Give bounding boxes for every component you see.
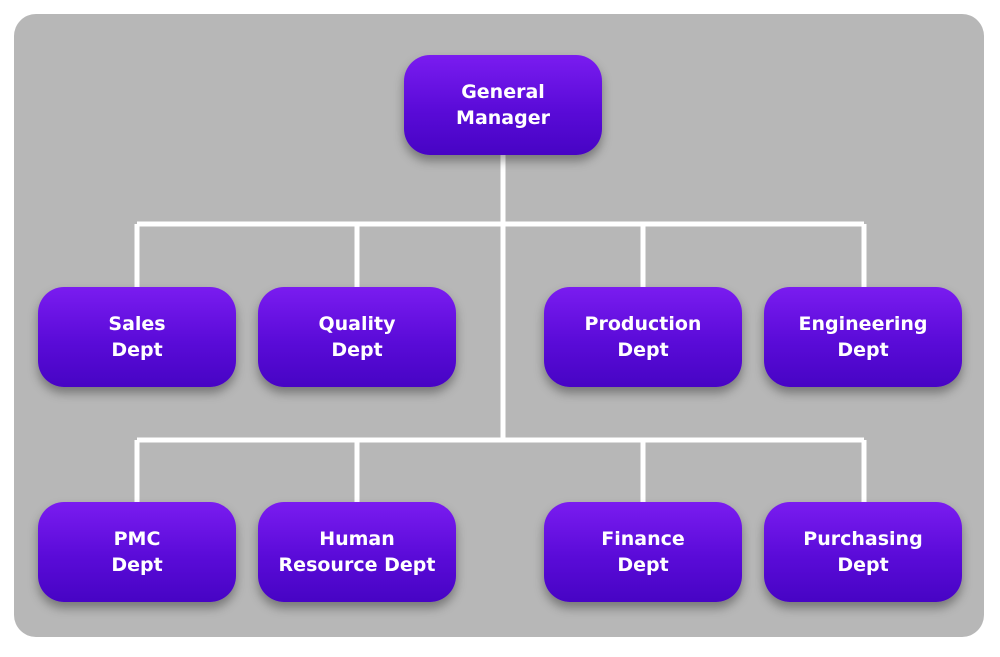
node-pmc-dept: PMC Dept: [38, 502, 236, 602]
node-label-line1: Human: [319, 528, 395, 550]
node-quality-dept: Quality Dept: [258, 287, 456, 387]
node-label-line1: Purchasing: [803, 528, 923, 550]
node-engineering-dept: Engineering Dept: [764, 287, 962, 387]
node-purchasing-dept: Purchasing Dept: [764, 502, 962, 602]
node-label-line2: Dept: [331, 339, 383, 361]
node-label-line2: Dept: [111, 339, 163, 361]
node-label-line1: Sales: [108, 313, 166, 335]
node-label-line1: Engineering: [798, 313, 928, 335]
node-label-line2: Dept: [837, 554, 889, 576]
node-sales-dept: Sales Dept: [38, 287, 236, 387]
node-label-line1: Quality: [318, 313, 396, 335]
node-label-line2: Dept: [837, 339, 889, 361]
node-label-line1: General: [461, 81, 545, 103]
node-human-resource-dept: Human Resource Dept: [258, 502, 456, 602]
node-production-dept: Production Dept: [544, 287, 742, 387]
node-label-line2: Dept: [111, 554, 163, 576]
node-label-line2: Dept: [617, 554, 669, 576]
node-label-line2: Manager: [456, 107, 550, 129]
node-finance-dept: Finance Dept: [544, 502, 742, 602]
node-label-line1: PMC: [113, 528, 161, 550]
node-general-manager: General Manager: [404, 55, 602, 155]
node-label-line2: Resource Dept: [278, 554, 436, 576]
node-label-line1: Production: [584, 313, 702, 335]
node-label-line1: Finance: [601, 528, 685, 550]
node-label-line2: Dept: [617, 339, 669, 361]
